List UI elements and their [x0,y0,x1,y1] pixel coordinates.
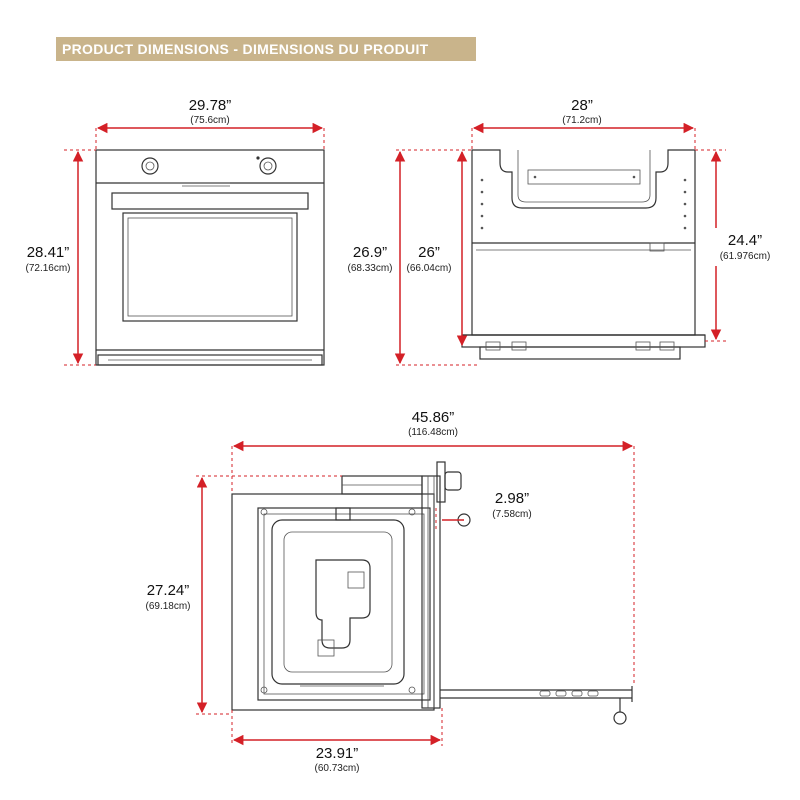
header-title: PRODUCT DIMENSIONS - DIMENSIONS DU PRODU… [62,41,429,57]
total-depth-inch: 45.86” [412,409,455,426]
total-depth-cm: (116.48cm) [408,427,458,438]
side-right-height-dimension: 24.4” (61.976cm) [695,149,776,342]
top-height-cm: (69.18cm) [145,601,190,612]
side-inner-height-inch: 26” [418,244,440,261]
side-outer-height-inch: 26.9” [353,244,387,261]
side-oven-drawing [461,149,706,360]
side-width-cm: (71.2cm) [562,115,601,126]
side-width-inch: 28” [571,97,593,114]
knob-depth-dimension: 2.98” (7.58cm) [435,490,532,530]
top-height-inch: 27.24” [147,582,190,599]
front-height-dimension: 28.41” (72.16cm) [20,149,96,366]
side-width-dimension: 28” (71.2cm) [471,97,696,150]
side-right-height-cm: (61.976cm) [720,251,771,262]
front-height-cm: (72.16cm) [25,263,70,274]
knob-depth-cm: (7.58cm) [492,509,531,520]
front-view: 29.78” (75.6cm) 28.41” (72.16cm) [20,97,325,366]
body-depth-cm: (60.73cm) [314,763,359,774]
side-outer-height-dimension: 26.9” (68.33cm) [342,149,480,366]
side-inner-height-dimension: 26” (66.04cm) [401,150,468,347]
side-inner-height-cm: (66.04cm) [406,263,451,274]
side-right-height-inch: 24.4” [728,232,762,249]
front-oven-drawing [95,149,325,366]
knob-depth-inch: 2.98” [495,490,529,507]
front-width-dimension: 29.78” (75.6cm) [95,97,325,150]
header-banner: PRODUCT DIMENSIONS - DIMENSIONS DU PRODU… [56,37,476,61]
top-oven-drawing [231,461,633,725]
control-knob-left [141,157,159,175]
total-depth-dimension: 45.86” (116.48cm) [231,409,635,686]
body-depth-inch: 23.91” [316,745,359,762]
top-view: 45.86” (116.48cm) 2.98” (7.58cm) 27.24” … [138,409,635,774]
door-handle-end [613,711,627,725]
front-width-cm: (75.6cm) [190,115,229,126]
top-height-dimension: 27.24” (69.18cm) [138,475,342,715]
body-depth-dimension: 23.91” (60.73cm) [231,708,443,774]
oven-window [122,212,298,322]
front-width-inch: 29.78” [189,97,232,114]
control-knob-right [259,157,277,175]
side-outer-height-cm: (68.33cm) [347,263,392,274]
top-view-knob [444,471,462,491]
front-height-inch: 28.41” [27,244,70,261]
side-view: 28” (71.2cm) 26.9” (68.33cm) 26” (66.04c… [342,97,776,366]
side-panel-holes [480,175,687,230]
oven-door-handle [111,192,309,210]
